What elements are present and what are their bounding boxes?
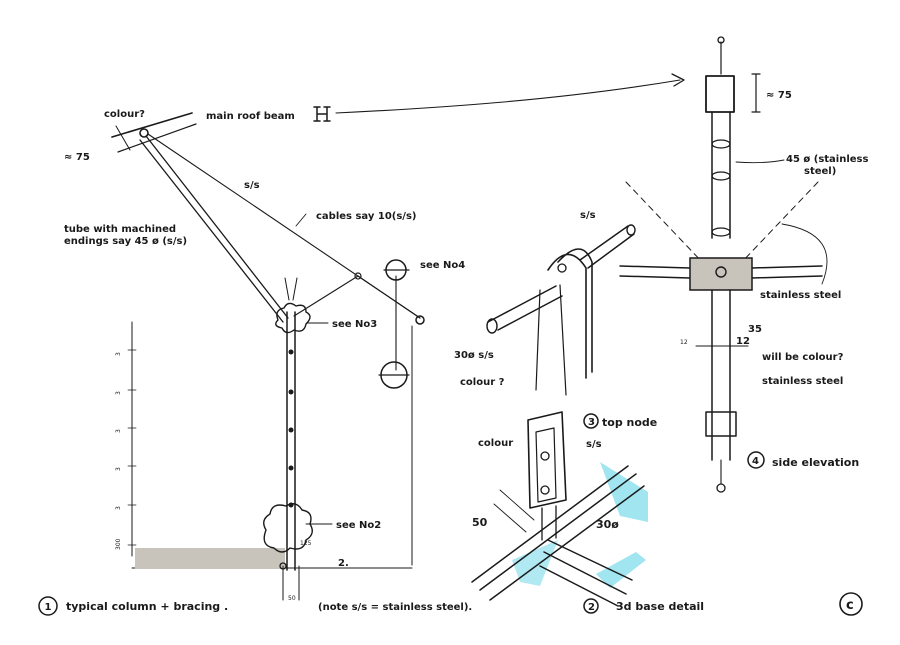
tube-strut-1 [145, 135, 289, 319]
central-node [689, 257, 753, 291]
dim-4: 3 [115, 467, 122, 471]
edge-node [415, 315, 425, 325]
beam-reference-arrow [335, 79, 681, 114]
label-45-stainless: 45 ø (stainless [786, 154, 869, 165]
detail-2-number-circle [583, 598, 599, 614]
detail-1-number-circle [38, 596, 58, 616]
rod-top [579, 225, 635, 269]
label-30-ss: 30ø s/s [454, 350, 494, 361]
detail-2-base: colour s/s 50 30ø 2 3d base detail [471, 411, 704, 614]
roof-node-pin [139, 128, 149, 138]
label-steel: steel) [804, 166, 836, 177]
dim-1: 3 [115, 352, 122, 356]
label-cables: cables say 10(s/s) [316, 211, 416, 222]
label-tube-1: tube with machined [64, 224, 176, 235]
label-75-side: ≈ 75 [766, 90, 792, 101]
label-30-base: 30ø [596, 518, 619, 531]
rod-30 [487, 285, 563, 331]
detail-2-title: 3d base detail [616, 600, 704, 613]
detail-3-top-node: s/s 30ø s/s colour ? 3 top node [454, 210, 657, 429]
label-50-base: 50 [472, 516, 488, 529]
dim-3: 3 [115, 429, 122, 433]
label-stainless-steel: stainless steel [760, 290, 841, 301]
cable-node [354, 272, 362, 280]
tube-strut-2 [139, 139, 284, 323]
detail-4-side-elevation: ≈ 75 45 ø (stainless steel) stainless st… [619, 36, 869, 493]
detail-2-number: 2 [588, 602, 595, 613]
label-colour-base: colour [478, 438, 513, 449]
dim-2: 3 [115, 391, 122, 395]
roof-beam-bottom [117, 123, 197, 153]
beam-cross [539, 539, 633, 607]
label-2: 2. [338, 558, 349, 569]
detail-3-number: 3 [588, 417, 595, 428]
label-main-roof-beam: main roof beam [206, 111, 295, 122]
label-12-left: 12 [680, 339, 688, 346]
roof-beam-top [111, 112, 193, 138]
label-ss-top: s/s [580, 210, 596, 221]
detail-3-title: top node [602, 416, 657, 429]
dim-5: 3 [115, 506, 122, 510]
colour-flat-plate [535, 284, 567, 396]
node-plate [547, 248, 593, 379]
cloud-callout-3 [275, 302, 311, 334]
label-12-right: 12 [736, 336, 750, 347]
label-ss-base: s/s [586, 439, 602, 450]
detail-1-column-bracing: colour? main roof beam ≈ 75 s/s cables s… [38, 106, 472, 616]
detail-1-title: typical column + bracing . [66, 600, 228, 613]
detail-4-number: 4 [752, 456, 759, 467]
detail-1-number: 1 [45, 602, 52, 613]
detail-4-number-circle [747, 451, 765, 469]
sheet-mark-circle [839, 592, 863, 616]
label-will-be-colour: will be colour? [762, 352, 844, 363]
label-see-no2: see No2 [336, 520, 381, 531]
label-see-no4: see No4 [420, 260, 465, 271]
detail-4-title: side elevation [772, 456, 859, 469]
label-stainless-steel-2: stainless steel [762, 376, 843, 387]
sheet-mark: c [846, 598, 854, 613]
base-connector [705, 411, 737, 437]
ground-tone [135, 548, 285, 569]
lower-shaft [711, 289, 731, 461]
label-see-no3: see No3 [332, 319, 377, 330]
beam-depth-tick [115, 125, 131, 151]
label-colour: colour? [104, 109, 145, 120]
beam-diagonal [471, 465, 645, 601]
upright-plate [527, 411, 567, 509]
i-beam-icon [313, 106, 331, 122]
water-tone-2 [596, 552, 646, 588]
label-colour-top: colour ? [460, 377, 505, 388]
cone-guide-lines [625, 181, 819, 265]
label-125: 125 [300, 540, 312, 547]
dim-6: 300 [115, 538, 122, 550]
label-75: ≈ 75 [64, 152, 90, 163]
label-ss: s/s [244, 180, 260, 191]
label-50: 50 [288, 595, 296, 602]
cable-secondary [293, 275, 421, 319]
beam-block [705, 75, 735, 113]
upper-tube [711, 111, 731, 239]
label-tube-2: endings say 45 ø (s/s) [64, 236, 187, 247]
label-35: 35 [748, 324, 762, 335]
stainless-arms [619, 265, 823, 279]
stainless-steel-note: (note s/s = stainless steel). [318, 602, 472, 613]
detail-3-number-circle [583, 413, 599, 429]
